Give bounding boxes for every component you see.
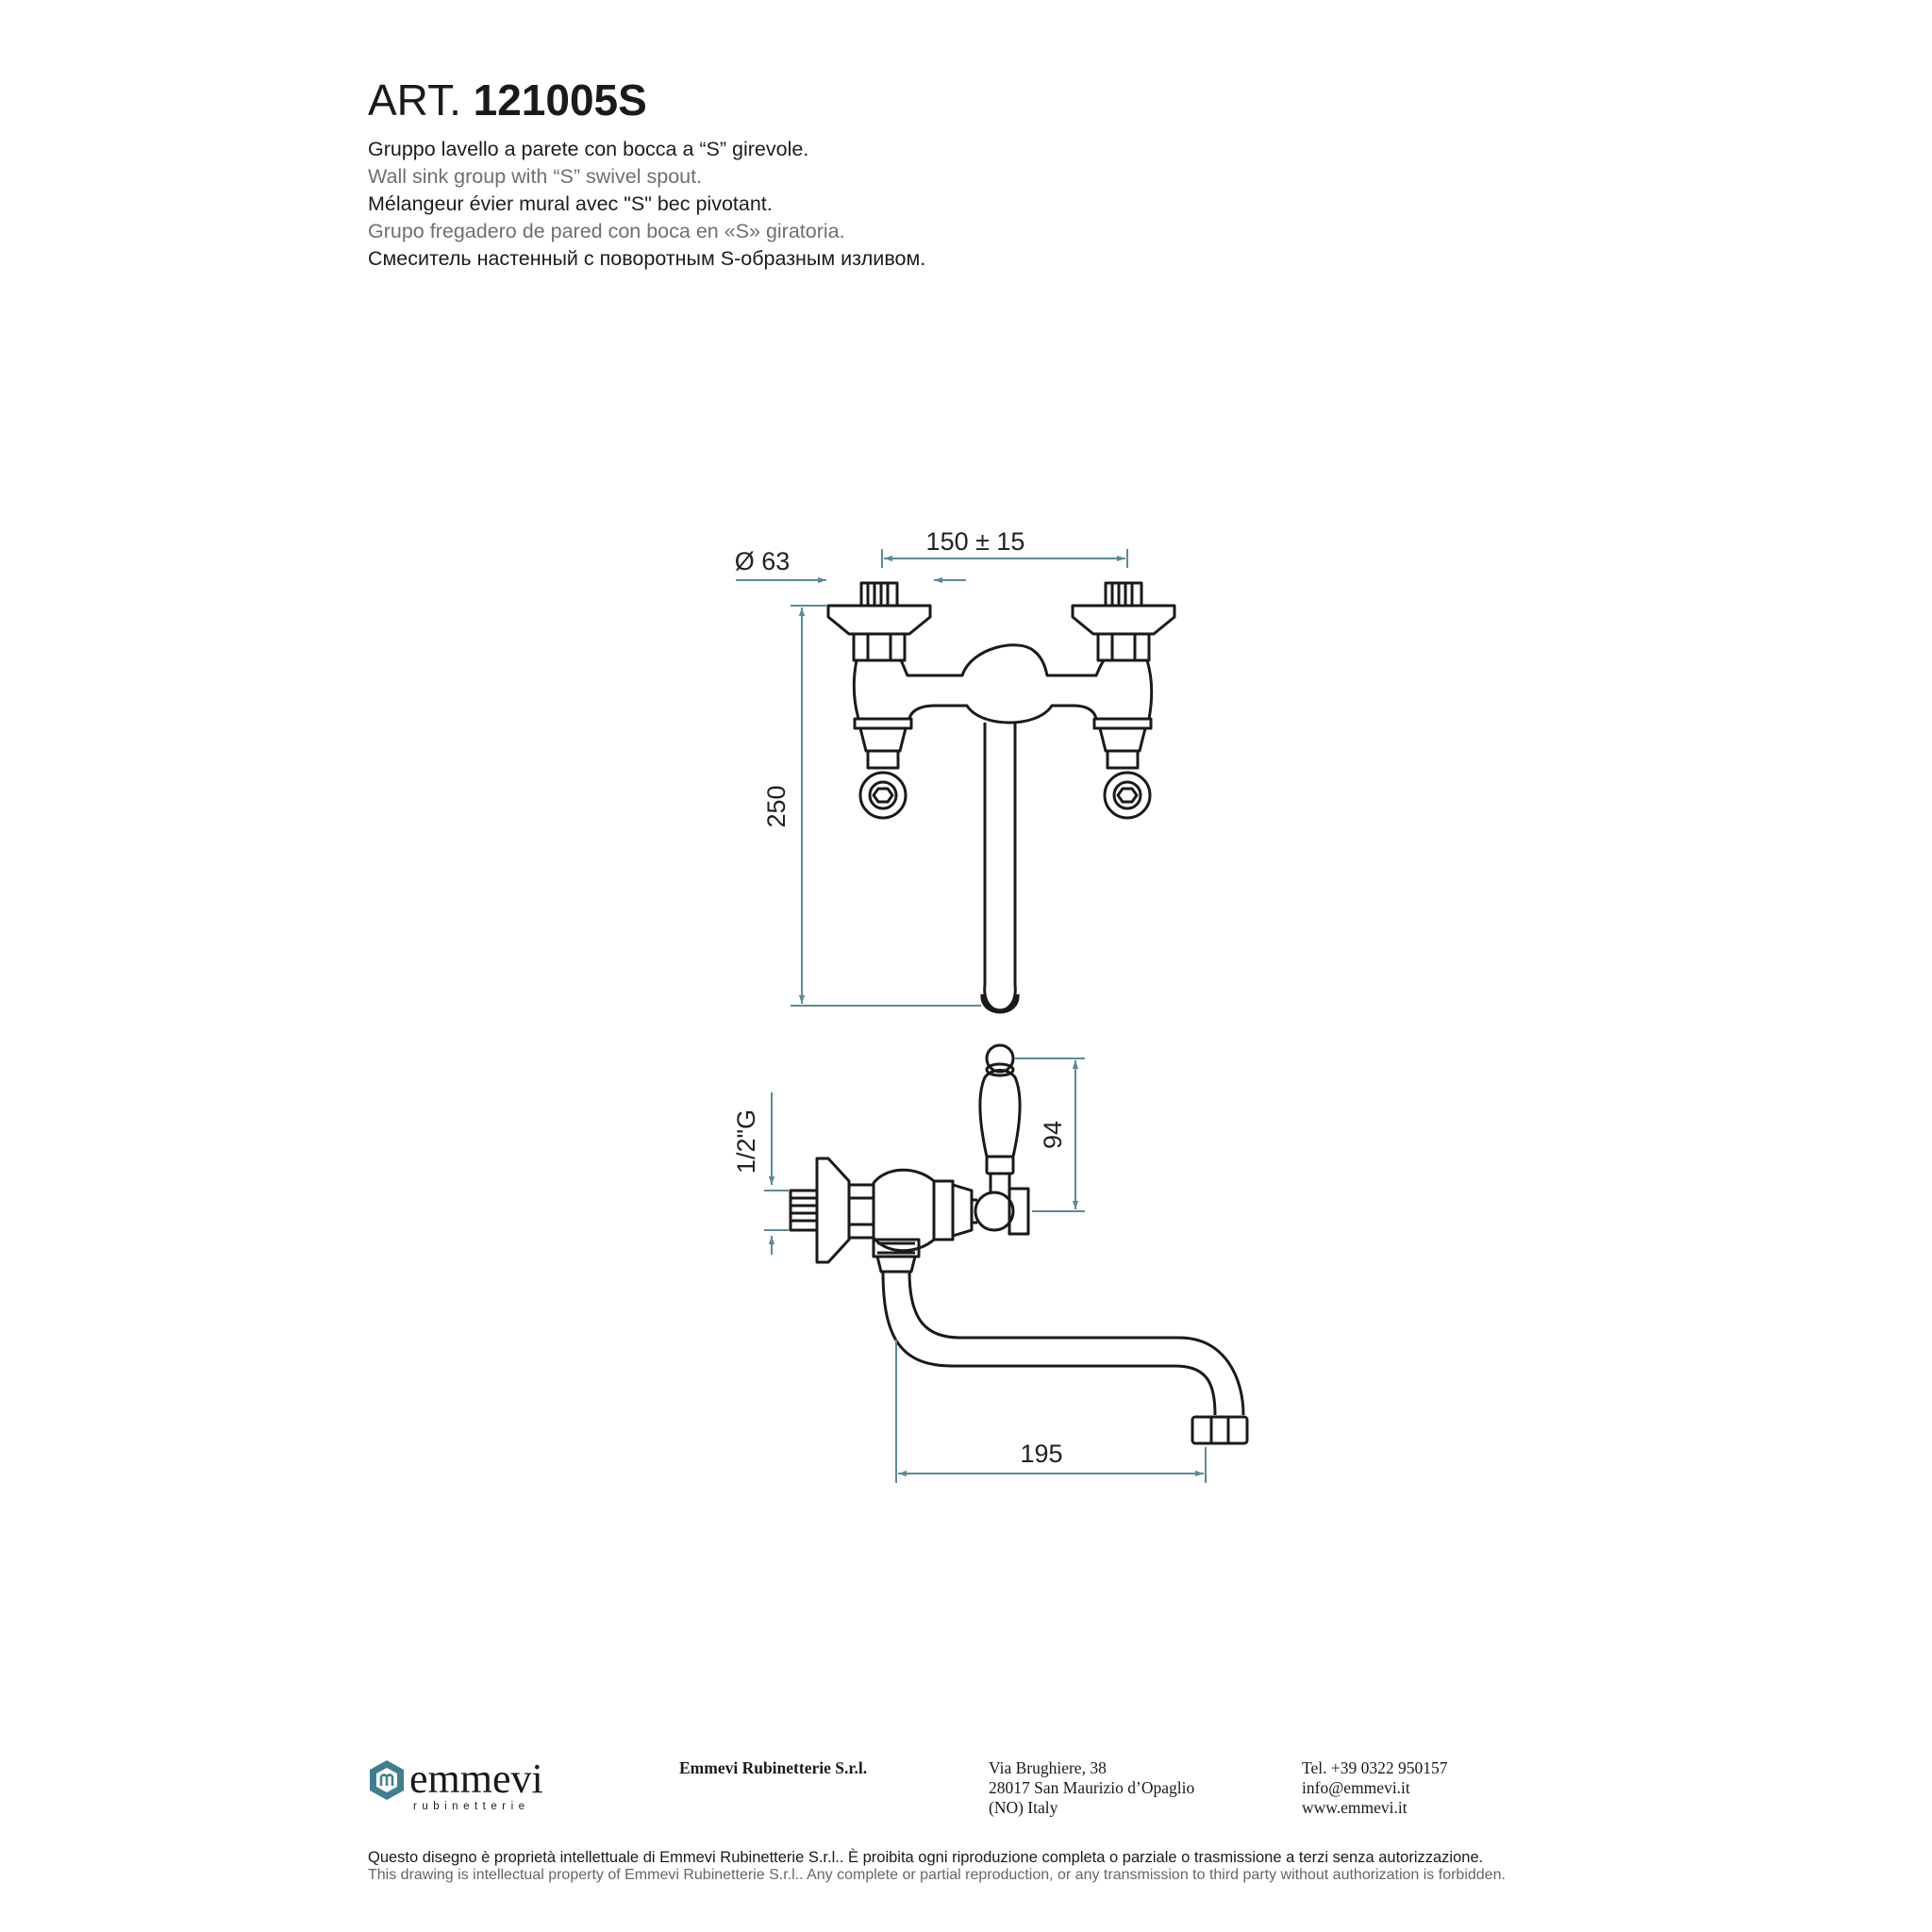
company-address: Via Brughiere, 38 28017 San Maurizio d’O… (989, 1758, 1194, 1818)
right-flange (1071, 604, 1176, 636)
lever-stem (989, 1172, 1011, 1192)
dimension-spout-reach: 195 (1020, 1440, 1062, 1468)
emmevi-logo: emmevi rubinetterie (366, 1756, 611, 1813)
left-flange (826, 604, 932, 636)
address-line: Via Brughiere, 38 (989, 1758, 1107, 1777)
website-link[interactable]: www.emmevi.it (1302, 1798, 1407, 1817)
right-nut (1096, 632, 1151, 662)
spout-front (983, 723, 1017, 985)
logo-mark-icon: emmevi rubinetterie (370, 1756, 543, 1812)
description-french: Mélangeur évier mural avec "S" bec pivot… (368, 192, 773, 215)
legal-notice: Questo disegno è proprietà intellettuale… (368, 1849, 1915, 1884)
address-line: 28017 San Maurizio d’Opaglio (989, 1778, 1195, 1797)
article-title: ART. 121005S (368, 74, 1594, 126)
article-prefix: ART. (368, 75, 461, 125)
right-handle (1103, 771, 1152, 820)
mixer-body (852, 643, 1154, 724)
side-body (872, 1168, 955, 1253)
dimension-height: 250 (762, 785, 791, 827)
dimension-center-distance: 150 ± 15 (926, 527, 1025, 556)
description-russian: Смеситель настенный с поворотным S-образ… (368, 247, 926, 270)
company-name: Emmevi Rubinetterie S.r.l. (679, 1758, 868, 1777)
side-flange (815, 1157, 851, 1264)
legal-notice-italian: Questo disegno è proprietà intellettuale… (368, 1849, 1484, 1866)
logo-wordmark: emmevi (409, 1757, 543, 1802)
front-view-dimensions (736, 549, 1128, 1007)
aerator (1191, 1415, 1249, 1445)
wall-thread (789, 1189, 819, 1232)
s-spout (881, 1271, 1217, 1416)
description-spanish: Grupo fregadero de pared con boca en «S»… (368, 220, 845, 242)
dimension-handle-height: 94 (1039, 1121, 1067, 1149)
front-view (826, 581, 1176, 1014)
company-contacts: Tel. +39 0322 950157 info@emmevi.it www.… (1302, 1758, 1447, 1818)
left-handle (858, 771, 908, 820)
dimension-thread: 1/2"G (732, 1109, 760, 1174)
description-italian: Gruppo lavello a parete con bocca a “S” … (368, 138, 809, 160)
left-nut (852, 632, 907, 662)
header: ART. 121005S Gruppo lavello a parete con… (368, 74, 1594, 273)
handle-hub (974, 1191, 1015, 1232)
logo-subtitle: rubinetterie (413, 1801, 530, 1812)
address-line: (NO) Italy (989, 1798, 1058, 1817)
email-link[interactable]: info@emmevi.it (1302, 1778, 1410, 1797)
legal-notice-english: This drawing is intellectual property of… (368, 1867, 1506, 1883)
side-view-dimensions (764, 1058, 1207, 1483)
phone-number: Tel. +39 0322 950157 (1302, 1758, 1448, 1777)
dimension-flange-diameter: Ø 63 (735, 547, 791, 575)
porcelain-lever (978, 1069, 1022, 1158)
article-code: 121005S (473, 75, 647, 125)
description-english: Wall sink group with “S” swivel spout. (368, 165, 703, 188)
side-view (789, 1043, 1249, 1445)
